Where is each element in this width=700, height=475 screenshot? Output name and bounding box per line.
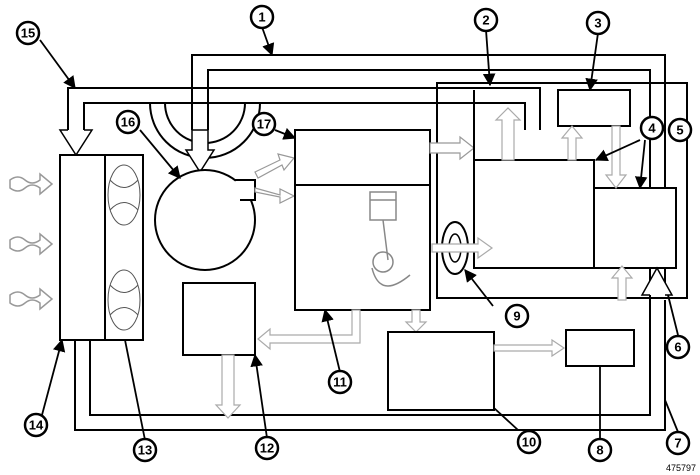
- callout-circles: [15, 4, 693, 463]
- component-10: [387, 331, 495, 411]
- water-pump: [154, 169, 256, 271]
- callout-label-14: 14: [29, 418, 44, 433]
- airflow-icon: [9, 172, 54, 311]
- engine-block: [294, 184, 431, 311]
- callout-label-11: 11: [333, 375, 347, 390]
- callout-5: [667, 117, 693, 143]
- callout-2: [473, 7, 499, 33]
- radiator: [59, 154, 106, 341]
- callout-numbers: 1 2 3 4 5 6 7 8 9 10 11 12 13 14 15 16 1…: [21, 10, 684, 458]
- callout-leaders: [39, 26, 679, 441]
- callout-9: [504, 303, 530, 329]
- callout-6: [665, 334, 691, 360]
- callout-17: [251, 111, 277, 137]
- callout-13: [132, 437, 158, 463]
- component-5: [593, 187, 677, 269]
- callout-10: [516, 429, 542, 455]
- fan-icon: [107, 164, 141, 331]
- callout-4: [639, 115, 665, 141]
- flow-arrow-10-8: [493, 338, 566, 358]
- pipe-15: [67, 87, 541, 130]
- callout-12: [254, 435, 280, 461]
- pipe-u-bend: [148, 102, 262, 159]
- callout-label-10: 10: [522, 435, 536, 450]
- pipe-arrow-up: [640, 266, 674, 296]
- callout-14: [23, 412, 49, 438]
- ring-component-9: [431, 221, 494, 275]
- callout-15: [15, 20, 41, 46]
- callout-label-3: 3: [594, 16, 601, 31]
- callout-label-6: 6: [674, 340, 681, 355]
- engine-enclosure: [436, 82, 688, 299]
- pipe-1: [191, 54, 666, 295]
- callout-label-7: 7: [674, 436, 681, 451]
- pipe-arrow-pump: [184, 129, 216, 174]
- callout-16: [115, 109, 141, 135]
- flow-arrows-pump-engine: [254, 153, 296, 204]
- flow-arrow-down-12: [214, 354, 242, 419]
- flow-arrow-down-10: [404, 309, 428, 333]
- component-12: [182, 282, 256, 356]
- callout-label-1: 1: [258, 10, 265, 25]
- callout-label-16: 16: [121, 115, 135, 130]
- callout-label-4: 4: [648, 121, 656, 136]
- callout-label-5: 5: [676, 123, 683, 138]
- callout-3: [585, 10, 611, 36]
- callout-label-15: 15: [21, 26, 35, 41]
- callout-label-8: 8: [596, 443, 603, 458]
- cylinder-head: [294, 129, 431, 186]
- heater-core: [473, 159, 595, 269]
- piston-icon: [369, 191, 411, 287]
- flow-arrow-engine-12: [257, 309, 361, 351]
- component-8: [565, 329, 635, 367]
- callout-label-2: 2: [482, 13, 489, 28]
- callout-label-12: 12: [260, 441, 274, 456]
- callout-label-9: 9: [513, 309, 520, 324]
- pipe-bottom-loop: [74, 292, 666, 431]
- callout-label-13: 13: [138, 443, 152, 458]
- callout-1: [249, 4, 275, 30]
- callout-11: [327, 369, 353, 395]
- flow-arrow-engine-right: [429, 135, 475, 161]
- callout-7: [665, 430, 691, 456]
- callout-label-17: 17: [257, 117, 271, 132]
- figure-id: 475797: [665, 463, 696, 473]
- callout-8: [587, 437, 613, 463]
- fan-housing: [104, 154, 144, 341]
- component-3: [557, 89, 631, 127]
- pipe-arrow-radiator: [58, 129, 94, 157]
- flow-arrows-enclosure: [494, 107, 634, 301]
